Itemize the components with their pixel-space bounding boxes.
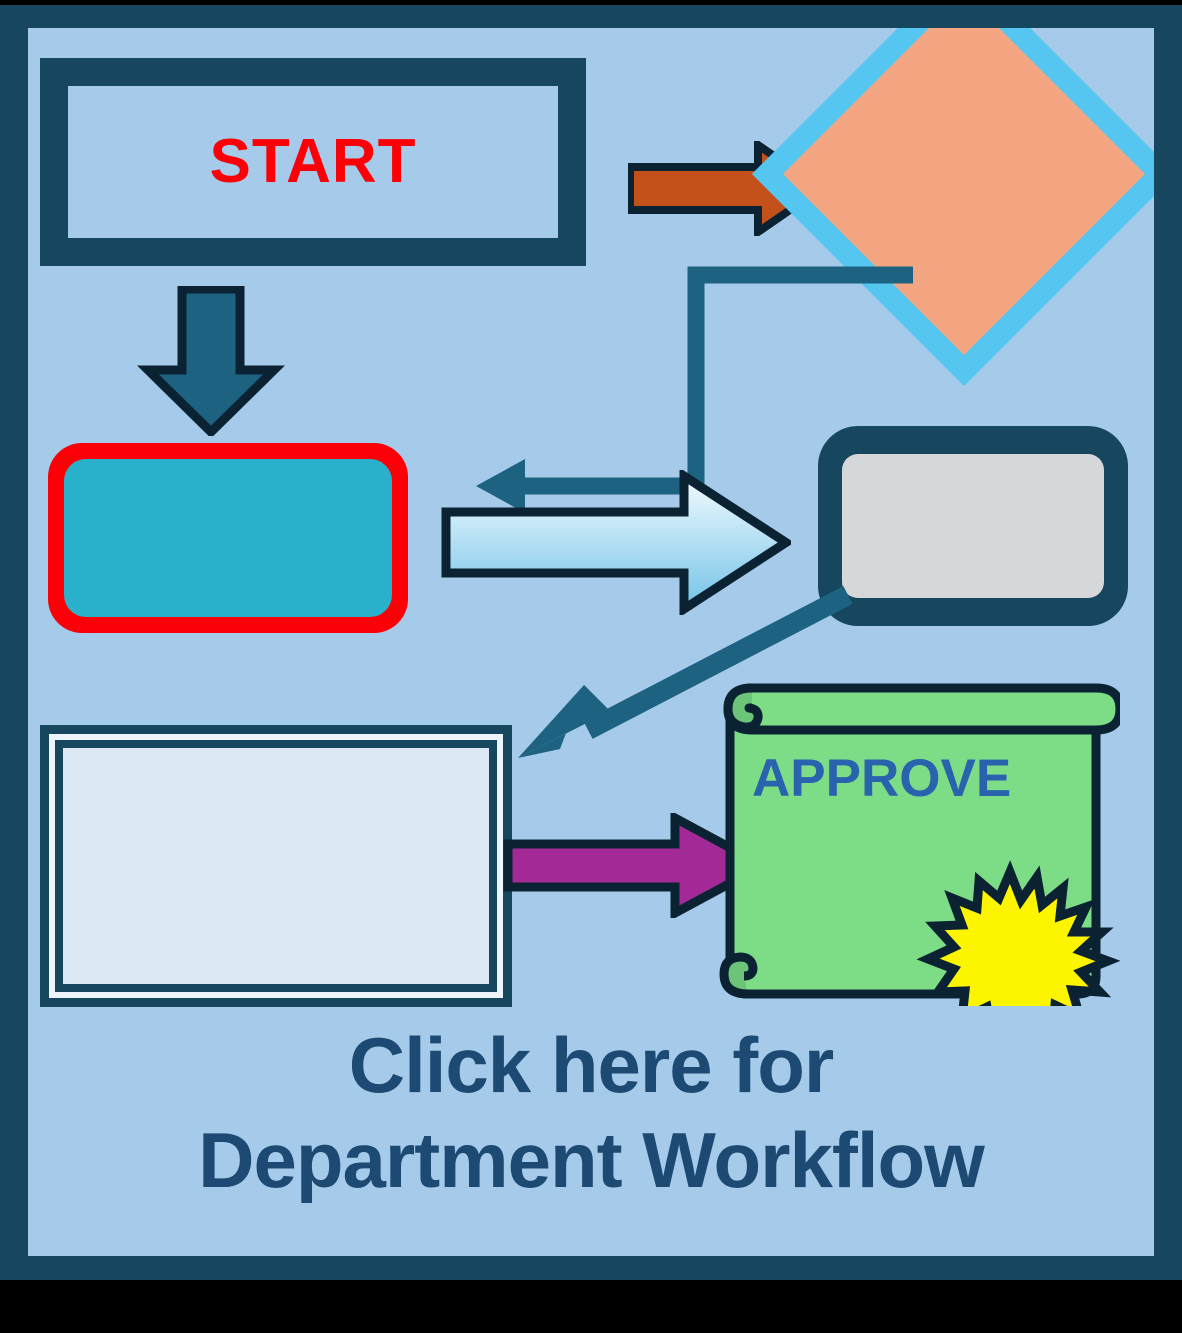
elbow-arrow-left-icon bbox=[476, 266, 913, 513]
diagram-canvas: START bbox=[28, 28, 1154, 1256]
caption-line-1: Click here for bbox=[348, 1021, 835, 1109]
approve-node[interactable]: APPROVE bbox=[700, 676, 1125, 1052]
caption[interactable]: Click here for Department Workflow bbox=[28, 1018, 1154, 1208]
diagram-frame: START bbox=[0, 5, 1182, 1280]
document-frame-inner-border bbox=[55, 740, 497, 992]
caption-line-2: Department Workflow bbox=[198, 1116, 985, 1205]
process-grey-node-fill bbox=[842, 454, 1104, 598]
start-label: START bbox=[209, 127, 417, 196]
decision-to-process-connector bbox=[443, 238, 923, 513]
process-grey-node[interactable] bbox=[818, 426, 1128, 626]
document-frame-gap bbox=[49, 734, 503, 998]
diagonal-arrow-down-left-icon bbox=[518, 586, 853, 758]
block-arrow-right-icon bbox=[503, 810, 773, 921]
block-arrow-right-gradient-icon bbox=[441, 467, 795, 618]
start-node[interactable]: START bbox=[40, 58, 586, 266]
block-arrow-down-icon bbox=[137, 284, 285, 439]
process-teal-node-fill bbox=[64, 459, 392, 617]
document-frame-fill bbox=[63, 748, 489, 984]
scroll-document-icon bbox=[719, 683, 1125, 1052]
grey-to-document-arrow bbox=[498, 583, 858, 783]
process-teal-to-grey-arrow bbox=[441, 467, 795, 618]
process-teal-node[interactable] bbox=[48, 443, 408, 633]
document-to-approve-arrow bbox=[503, 810, 773, 921]
start-node-inner: START bbox=[68, 86, 558, 238]
document-frame-node[interactable] bbox=[40, 725, 512, 1007]
start-to-process-arrow bbox=[136, 284, 286, 439]
